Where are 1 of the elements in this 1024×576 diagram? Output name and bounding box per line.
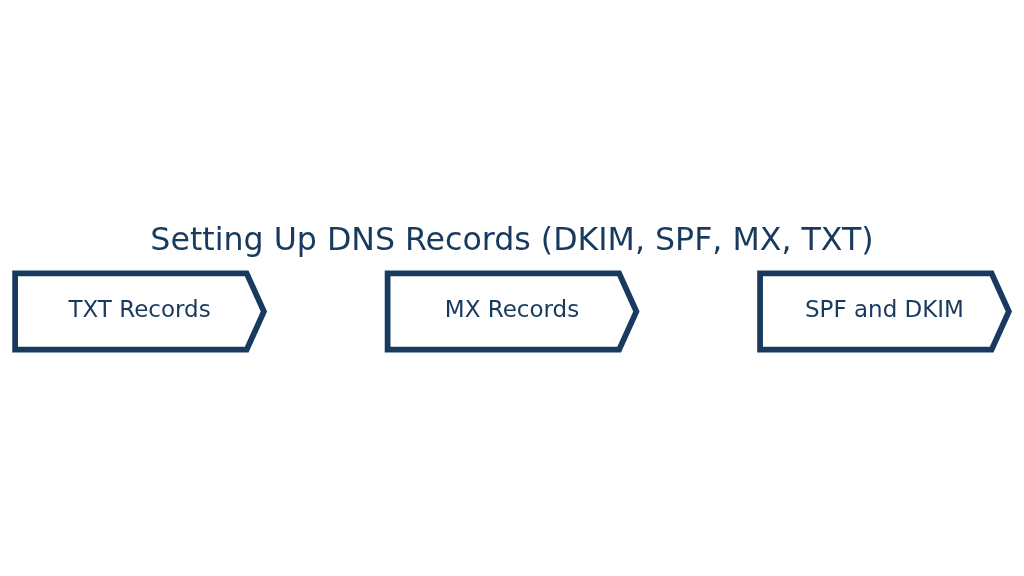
- diagram-title: Setting Up DNS Records (DKIM, SPF, MX, TXT): [150, 220, 874, 257]
